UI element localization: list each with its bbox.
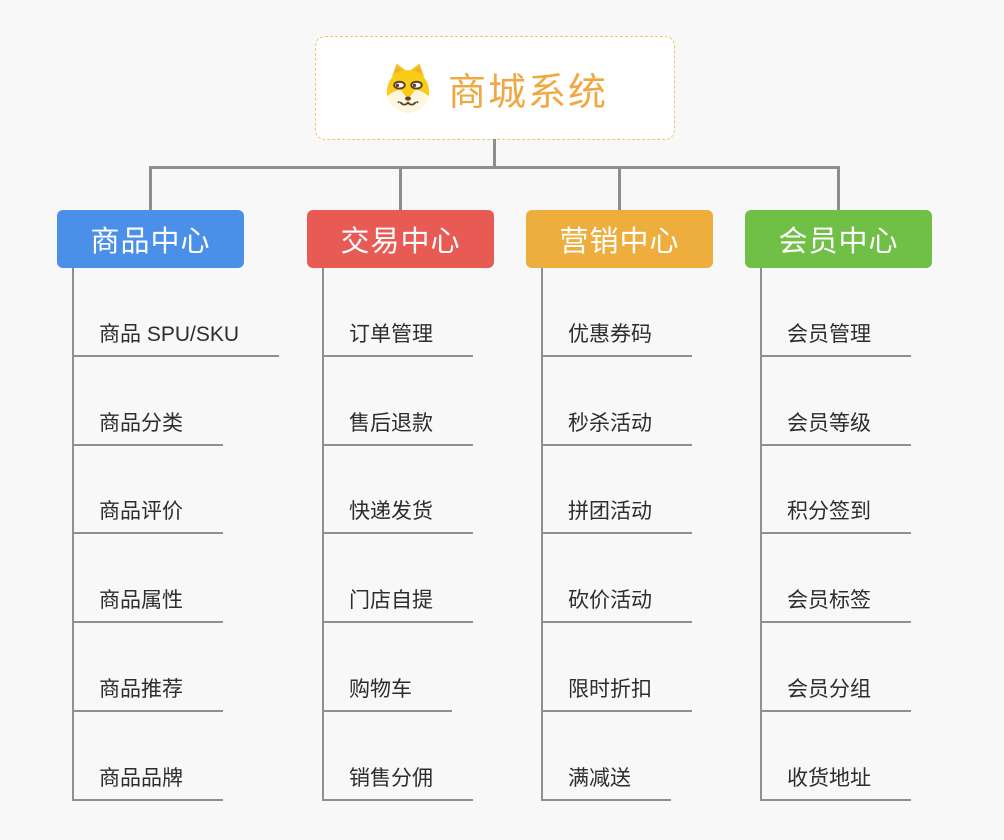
node-points-checkin[interactable]: 积分签到	[760, 499, 911, 534]
node-group-buy[interactable]: 拼团活动	[541, 499, 692, 534]
connector-drop-marketing	[618, 168, 621, 212]
branch-header-product[interactable]: 商品中心	[57, 210, 244, 268]
node-shipping-address[interactable]: 收货地址	[760, 766, 911, 801]
connector-drop-member	[837, 168, 840, 212]
branch-header-marketing[interactable]: 营销中心	[526, 210, 713, 268]
branch-trade-center: 交易中心 订单管理 售后退款 快递发货 门店自提 购物车 销售分佣	[307, 210, 557, 820]
branch-header-member[interactable]: 会员中心	[745, 210, 932, 268]
connector-drop-product	[149, 168, 152, 212]
branch-header-trade[interactable]: 交易中心	[307, 210, 494, 268]
branch-marketing-center: 营销中心 优惠券码 秒杀活动 拼团活动 砍价活动 限时折扣 满减送	[526, 210, 776, 820]
branch-member-center: 会员中心 会员管理 会员等级 积分签到 会员标签 会员分组 收货地址	[745, 210, 995, 820]
node-product-spu-sku[interactable]: 商品 SPU/SKU	[72, 322, 280, 357]
node-order-management[interactable]: 订单管理	[322, 322, 473, 357]
node-coupon-code[interactable]: 优惠券码	[541, 322, 692, 357]
shiba-dog-icon	[382, 62, 434, 114]
node-member-level[interactable]: 会员等级	[760, 411, 911, 446]
node-member-management[interactable]: 会员管理	[760, 322, 911, 357]
node-flash-sale[interactable]: 秒杀活动	[541, 411, 692, 446]
node-sales-commission[interactable]: 销售分佣	[322, 766, 473, 801]
root-title: 商城系统	[447, 71, 608, 114]
node-product-attribute[interactable]: 商品属性	[72, 588, 223, 623]
node-aftersale-refund[interactable]: 售后退款	[322, 411, 473, 446]
node-member-group[interactable]: 会员分组	[760, 677, 911, 712]
connector-root-vertical	[493, 139, 496, 167]
connector-horizontal-bar	[149, 166, 840, 169]
root-node[interactable]: 商城系统	[315, 36, 675, 140]
node-store-pickup[interactable]: 门店自提	[322, 588, 473, 623]
node-product-category[interactable]: 商品分类	[72, 411, 223, 446]
node-product-brand[interactable]: 商品品牌	[72, 766, 223, 801]
node-spend-and-save[interactable]: 满减送	[541, 766, 671, 801]
node-member-tag[interactable]: 会员标签	[760, 588, 911, 623]
node-product-review[interactable]: 商品评价	[72, 499, 223, 534]
node-shopping-cart[interactable]: 购物车	[322, 677, 452, 712]
node-limited-time-discount[interactable]: 限时折扣	[541, 677, 692, 712]
node-express-delivery[interactable]: 快递发货	[322, 499, 473, 534]
connector-drop-trade	[399, 168, 402, 212]
node-product-recommend[interactable]: 商品推荐	[72, 677, 223, 712]
branch-product-center: 商品中心 商品 SPU/SKU 商品分类 商品评价 商品属性 商品推荐 商品品牌	[57, 210, 307, 820]
node-bargain-activity[interactable]: 砍价活动	[541, 588, 692, 623]
